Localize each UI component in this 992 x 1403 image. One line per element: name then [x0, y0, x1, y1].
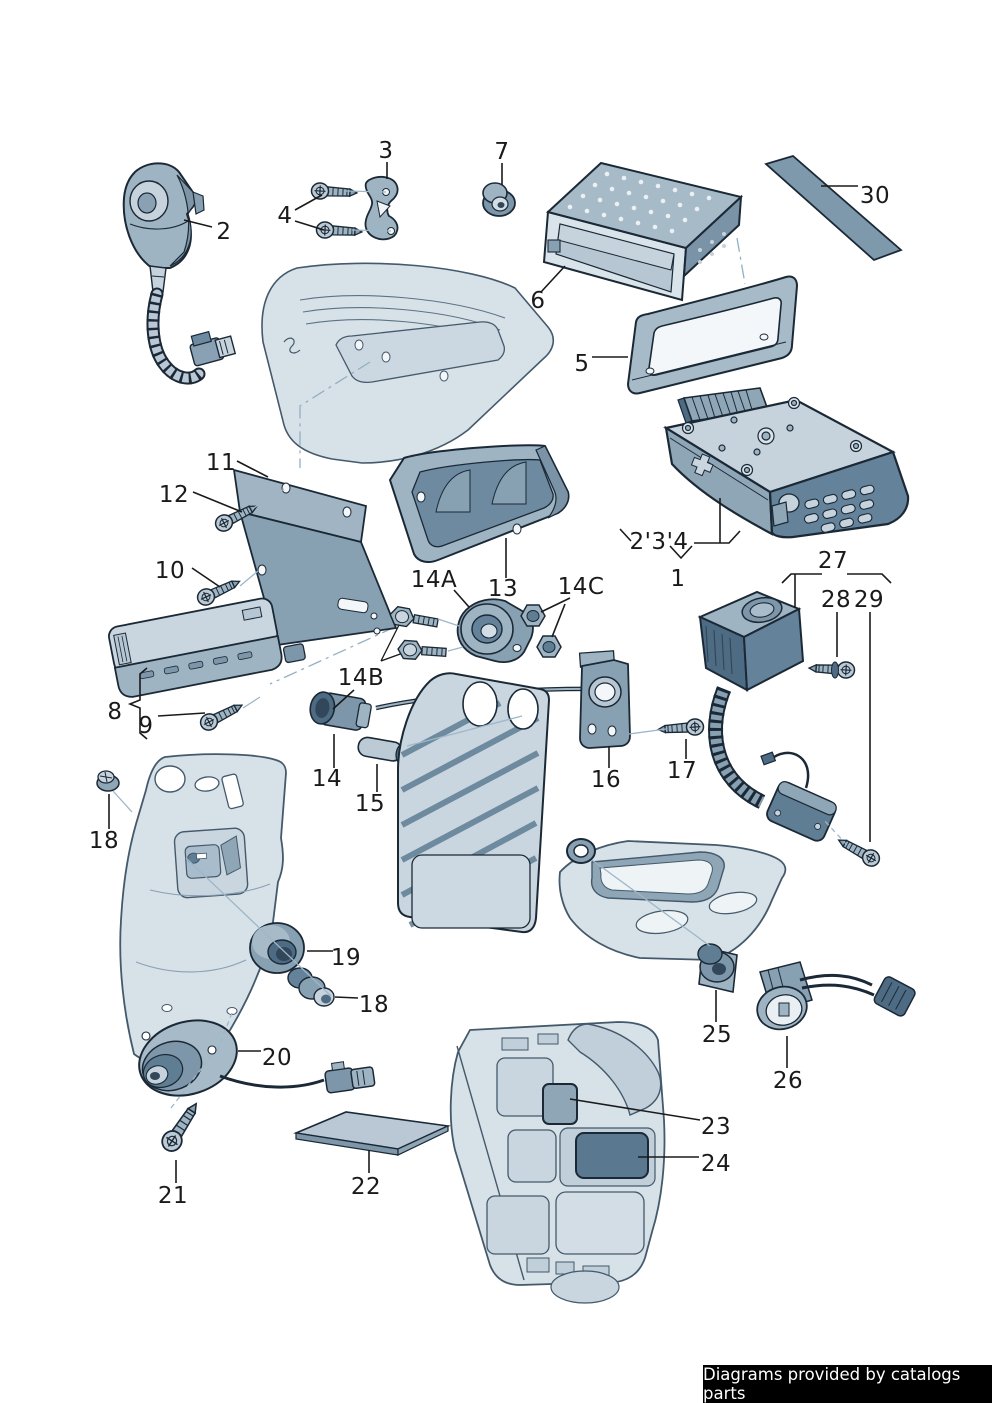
center-console: [119, 753, 287, 1070]
radio-trim-frame: [626, 275, 799, 395]
construction-lines: [269, 237, 746, 685]
leader-line-14C-1: [551, 603, 566, 638]
leader-line-4-1: [294, 220, 325, 231]
leader-line-27: [781, 573, 822, 584]
antenna-nuts: [520, 604, 562, 658]
leader-line-4: [294, 194, 323, 211]
socket-housing-25: [697, 943, 738, 993]
leader-line-18b: [334, 996, 359, 999]
warning-buzzer-speaker: [138, 1019, 376, 1097]
leader-line-6: [540, 265, 566, 293]
leader-line-14B: [332, 689, 355, 710]
leader-line-27-1: [847, 573, 892, 584]
antenna-base: [380, 598, 534, 664]
grommet: [482, 182, 516, 217]
power-socket-26: [756, 961, 916, 1031]
leader-line-12: [192, 491, 243, 513]
leader-line-11: [236, 460, 269, 478]
microphone-screw-28: [807, 659, 856, 680]
radio-mounting-cage: [542, 161, 744, 302]
leader-line-2: [183, 219, 213, 228]
leader-line-14A: [453, 589, 470, 608]
lower-dashboard-section: [449, 1021, 666, 1304]
hook-bracket: [364, 175, 399, 241]
microphone-unit: [697, 590, 837, 842]
footer-bar: Diagrams provided by catalogs parts: [703, 1365, 992, 1403]
code-strip: [764, 154, 903, 262]
switch-blank-24: [575, 1132, 649, 1179]
switch-blank-23: [542, 1083, 578, 1125]
leader-line-8: [127, 667, 148, 740]
leader-line-234-1: [669, 545, 693, 560]
holder-plate: [578, 650, 631, 749]
trim-ring-19: [249, 922, 305, 974]
dashboard-shelf-panel: [261, 262, 555, 464]
leader-line-234: [619, 528, 632, 542]
blanking-cap-18: [96, 770, 120, 792]
leader-line-14C: [540, 597, 571, 613]
footer-credit-text: Diagrams provided by catalogs parts: [703, 1365, 961, 1403]
glovebox-tray: [558, 838, 787, 961]
guide-lines: [112, 190, 848, 1109]
leader-line-23: [569, 1098, 701, 1121]
leader-line-10: [191, 567, 221, 588]
support-bracket: [232, 468, 398, 647]
radio-unit: [663, 387, 910, 539]
leader-line-9: [157, 712, 206, 717]
radio-cover: [108, 597, 306, 698]
socket-plug-18: [287, 967, 335, 1007]
leader-line-234-2: [694, 530, 741, 544]
adhesive-mat: [293, 1111, 451, 1156]
handset-microphone: [122, 162, 237, 385]
ribbed-side-panel: [397, 672, 551, 934]
trim-rail: [388, 444, 570, 563]
